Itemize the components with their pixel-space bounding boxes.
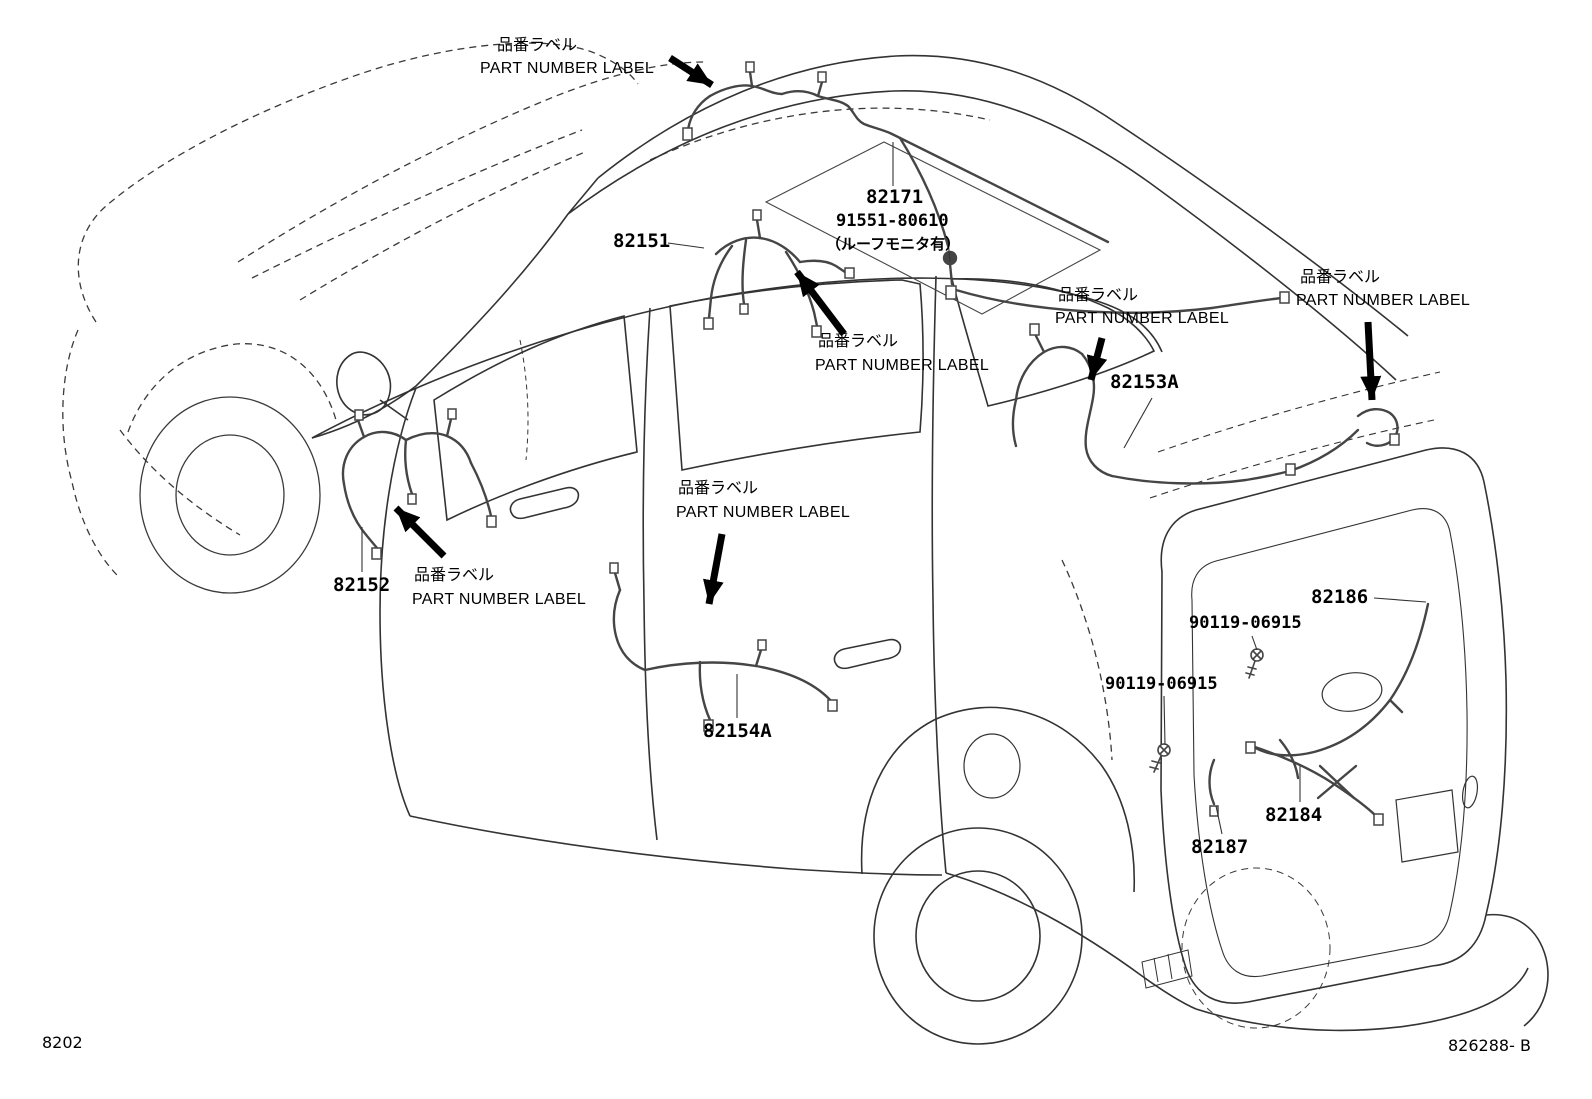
figure-code: 826288- B (1448, 1036, 1531, 1055)
car-body (311, 54, 1409, 1045)
annotation-arrows (393, 55, 1382, 605)
front-body-outline (62, 42, 1331, 1029)
rear-roof-wire-82153a (1011, 334, 1399, 485)
annotation-jp-6: 品番ラベル (678, 478, 759, 497)
part-label-82186: 82186 (1311, 586, 1369, 608)
part-label-82171: 82171 (866, 186, 924, 208)
screw-icon (1149, 648, 1264, 773)
part-label-90119-06915-b: 90119-06915 (1105, 674, 1218, 694)
annotation-jp-1: 品番ラベル (497, 35, 578, 54)
part-label-90119-06915-a: 90119-06915 (1189, 613, 1302, 633)
page-code: 8202 (42, 1033, 83, 1052)
front-wheel (139, 396, 321, 594)
annotation-en-3: PART NUMBER LABEL (1055, 310, 1230, 327)
wiring-harnesses (341, 61, 1430, 826)
rear-door-wire-82154a (612, 571, 834, 722)
annotation-jp-3: 品番ラベル (1058, 285, 1139, 304)
annotation-jp-2: 品番ラベル (818, 331, 899, 350)
part-label-82154a: 82154A (703, 720, 772, 742)
annotation-jp-5: 品番ラベル (414, 565, 495, 584)
roof-wire-82171 (686, 70, 1284, 315)
arrow-right-mid (1086, 337, 1108, 381)
part-label-91551-80610: 91551-80610 (836, 211, 949, 231)
annotation-jp-4: 品番ラベル (1300, 267, 1381, 286)
arrow-far-right (1360, 321, 1382, 401)
annotation-en-1: PART NUMBER LABEL (480, 60, 655, 77)
annotation-en-4: PART NUMBER LABEL (1296, 292, 1471, 309)
front-roof-wire-82151 (707, 218, 847, 328)
back-door-wires (1208, 602, 1430, 818)
leader-lines (361, 142, 1427, 835)
part-label-82152: 82152 (333, 574, 391, 596)
annotation-en-5: PART NUMBER LABEL (412, 591, 587, 608)
arrow-center (794, 269, 847, 337)
back-door (1141, 371, 1549, 1032)
front-door-wire-82152 (341, 417, 493, 550)
part-label-82187: 82187 (1191, 836, 1249, 858)
arrow-top (668, 55, 714, 88)
connectors (354, 61, 1400, 826)
arrow-left (393, 505, 447, 559)
part-label-82151: 82151 (613, 230, 671, 252)
annotation-en-6: PART NUMBER LABEL (676, 504, 851, 521)
annotation-en-2: PART NUMBER LABEL (815, 357, 990, 374)
arrow-center-bottom (703, 533, 726, 605)
part-label-82153a: 82153A (1110, 371, 1179, 393)
part-note-roof-monitor: （ルーフモニタ有） (826, 235, 961, 253)
part-label-82184: 82184 (1265, 804, 1323, 826)
